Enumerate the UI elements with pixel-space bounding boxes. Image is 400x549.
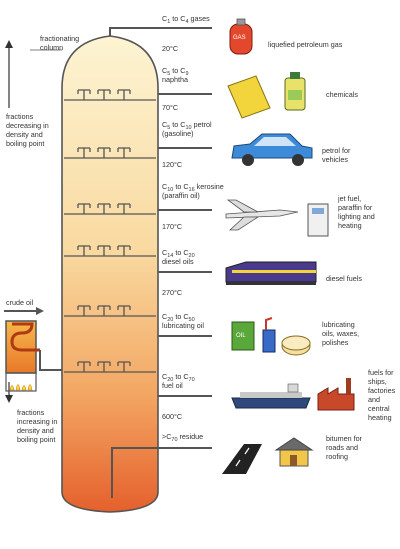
arrow-increasing (5, 382, 13, 403)
house-icon (274, 437, 314, 467)
decreasing-label: fractions decreasing in density and boil… (6, 112, 49, 148)
temperature-label: 120°C (162, 160, 183, 169)
fraction-name: >C70 residue (162, 432, 204, 443)
temperature-label: 270°C (162, 288, 183, 297)
factory-icon (317, 378, 355, 411)
product-use-label: petrol for vehicles (322, 146, 351, 164)
pipe-bottom-outlet (111, 447, 212, 498)
pipe-gases (109, 27, 212, 36)
increasing-label: fractions increasing in density and boil… (17, 408, 58, 444)
tray (64, 203, 156, 215)
product-use-label: lubricating oils, waxes, polishes (322, 320, 360, 347)
fraction-name: C5 to C10 petrol(gasoline) (162, 120, 212, 138)
ship-icon (231, 383, 311, 409)
arrow-decreasing (5, 40, 13, 108)
fraction-name: C1 to C4 gases (162, 14, 210, 25)
gas-cylinder-text: GAS (233, 35, 246, 41)
column-label: fractionating column (40, 34, 80, 52)
gas-cylinder-icon (229, 18, 253, 55)
product-use-label: chemicals (326, 90, 358, 99)
tray (64, 147, 156, 159)
tray (64, 89, 156, 101)
temperature-label: 600°C (162, 412, 183, 421)
tray (64, 361, 156, 373)
temperature-label: 170°C (162, 222, 183, 231)
product-use-label: fuels for ships, factories and central h… (368, 368, 396, 422)
oil-can-text: OIL (236, 333, 246, 339)
product-use-label: liquefied petroleum gas (268, 40, 343, 49)
road-icon (222, 444, 262, 474)
product-use-label: jet fuel, paraffin for lighting and heat… (338, 194, 375, 230)
exit-pipes (158, 93, 212, 397)
burner-flames (9, 384, 33, 391)
tray (64, 305, 156, 317)
crude-oil-label: crude oil (6, 298, 34, 307)
jet-plane-icon (225, 199, 299, 231)
temperature-label: 20°C (162, 44, 179, 53)
fractionating-column (61, 35, 159, 513)
fraction-name: C10 to C16 kerosine(paraffin oil) (162, 182, 224, 200)
product-use-label: diesel fuels (326, 274, 362, 283)
chemical-packet-icon (227, 72, 306, 119)
oil-can-icon (231, 317, 311, 356)
car-icon (231, 133, 313, 166)
crude-oil-inlet (4, 307, 62, 392)
column-trays (64, 89, 156, 373)
heater-icon (307, 203, 329, 237)
tray (64, 245, 156, 257)
train-icon (225, 261, 317, 285)
temperature-label: 70°C (162, 103, 179, 112)
product-use-label: bitumen for roads and roofing (326, 434, 362, 461)
